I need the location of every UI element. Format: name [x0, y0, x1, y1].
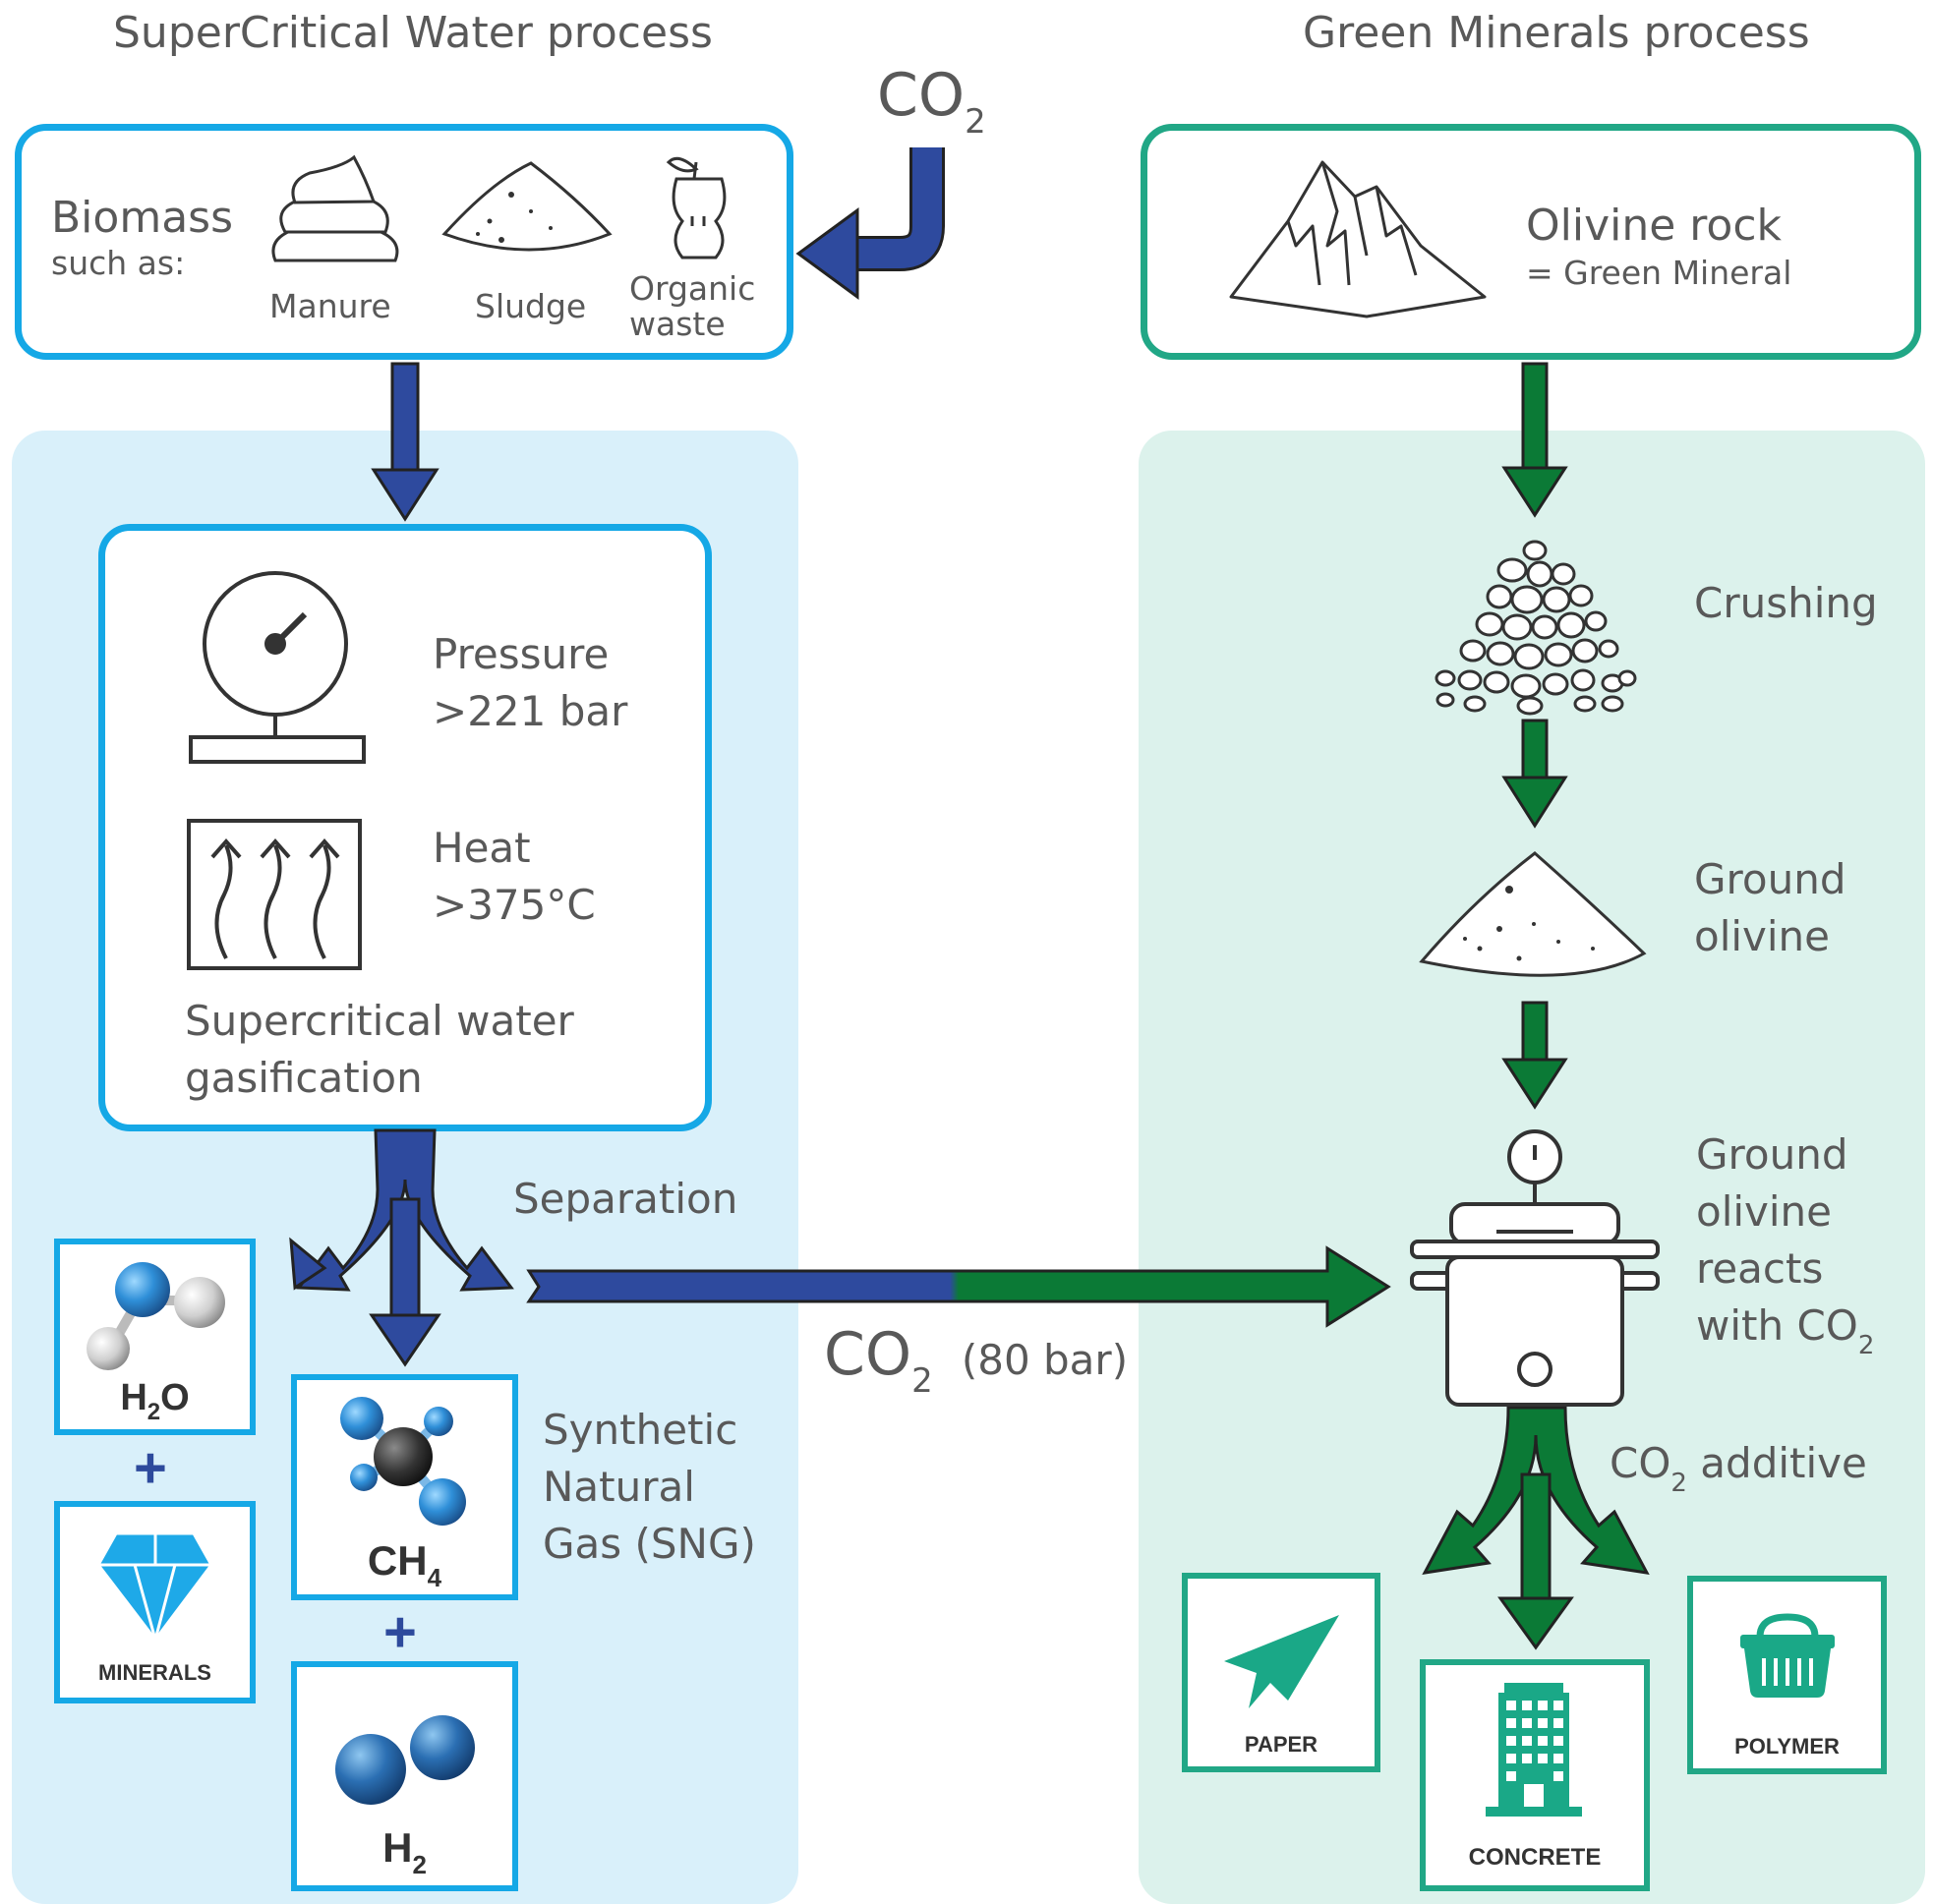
co2-transfer-label: CO2 (80 bar) [824, 1320, 1129, 1401]
reactor-caption-line1: Supercritical water [185, 997, 574, 1045]
pressure-value: >221 bar [433, 687, 628, 735]
methane-formula: CH4 [297, 1537, 512, 1592]
biomass-to-reactor-arrow [371, 362, 439, 522]
reacts-line3: reacts [1696, 1244, 1824, 1293]
methane-formula-sub: 4 [427, 1563, 442, 1592]
ground-to-reactor-arrow [1501, 1001, 1568, 1110]
concrete-label: CONCRETE [1468, 1844, 1602, 1871]
reacts-line4-sub: 2 [1857, 1331, 1875, 1360]
methane-molecule-icon [340, 1397, 466, 1526]
paper-plane-icon [1224, 1615, 1339, 1708]
water-product-box: H2O [54, 1239, 256, 1435]
pressure-label: Pressure [433, 630, 610, 678]
plus-sign-water-minerals: + [134, 1436, 167, 1500]
scw-process-title: SuperCritical Water process [113, 8, 713, 58]
heat-label: Heat [433, 824, 531, 872]
gasification-reactor-box [98, 524, 712, 1131]
olivine-rock-subheading: = Green Mineral [1526, 254, 1792, 292]
ground-olivine-icon [1419, 851, 1647, 977]
water-formula: H2O [60, 1377, 250, 1425]
crushing-label: Crushing [1694, 579, 1878, 627]
water-formula-tail: O [160, 1377, 190, 1418]
polymer-label: POLYMER [1734, 1734, 1840, 1759]
olivine-rock-icon [1229, 160, 1487, 318]
organic-waste-icon [666, 156, 727, 260]
ground-olivine-line1: Ground [1694, 855, 1846, 903]
biomass-heading: Biomass [51, 193, 234, 243]
paper-product-box: PAPER [1182, 1573, 1380, 1772]
reacts-line2: olivine [1696, 1187, 1833, 1236]
pressure-gauge-icon [189, 571, 366, 764]
green-minerals-title: Green Minerals process [1303, 8, 1810, 58]
biomass-box [15, 124, 793, 360]
co2-additive-tail: additive [1700, 1439, 1867, 1487]
co2-transfer-sub: 2 [911, 1361, 933, 1401]
sng-line1: Synthetic [543, 1406, 738, 1454]
ground-olivine-line2: olivine [1694, 912, 1831, 960]
manure-icon [271, 154, 399, 262]
plus-sign-methane-hydrogen: + [383, 1600, 417, 1664]
co2-transfer-pressure: (80 bar) [961, 1336, 1129, 1384]
additive-arrows [1422, 1406, 1650, 1650]
co2-input-label: CO2 [877, 61, 986, 142]
separation-arrows [289, 1128, 514, 1367]
hydrogen-formula: H2 [297, 1824, 512, 1879]
methane-formula-base: CH [367, 1537, 428, 1584]
hydrogen-formula-base: H [382, 1824, 413, 1871]
co2-additive-base: CO [1610, 1439, 1671, 1487]
diamond-icon [94, 1531, 214, 1643]
crushing-to-ground-arrow [1501, 719, 1568, 829]
sludge-label: Sludge [475, 287, 587, 325]
hydrogen-molecule-icon [335, 1715, 475, 1805]
co2-input-base: CO [877, 61, 966, 130]
sng-line2: Natural [543, 1463, 695, 1511]
olivine-rock-heading: Olivine rock [1526, 201, 1783, 251]
heat-value: >375°C [433, 881, 596, 929]
hydrogen-formula-sub: 2 [412, 1850, 427, 1879]
reacts-line1: Ground [1696, 1130, 1848, 1179]
sludge-icon [441, 161, 613, 252]
water-formula-base: H [120, 1377, 147, 1418]
minerals-label: MINERALS [98, 1660, 211, 1685]
co2-transfer-arrow [526, 1245, 1391, 1328]
co2-input-arrow [795, 147, 945, 300]
reactor-vessel-icon [1410, 1129, 1660, 1407]
separation-label: Separation [513, 1175, 738, 1223]
water-molecule-icon [87, 1262, 225, 1370]
olivine-to-crushing-arrow [1501, 362, 1568, 518]
paper-label: PAPER [1244, 1732, 1318, 1757]
co2-additive-sub: 2 [1670, 1469, 1687, 1498]
biomass-subheading: such as: [51, 244, 186, 282]
methane-product-box: CH4 [291, 1374, 518, 1600]
reacts-line4-text: with CO [1696, 1301, 1858, 1350]
manure-label: Manure [269, 287, 391, 325]
crushed-stones-icon [1435, 540, 1637, 716]
co2-additive-label: CO2 additive [1610, 1435, 1867, 1498]
polymer-product-box: POLYMER [1687, 1576, 1887, 1774]
sng-line3: Gas (SNG) [543, 1520, 756, 1568]
basket-icon [1740, 1613, 1835, 1698]
heat-icon [187, 819, 362, 970]
reacts-line4: with CO2 [1696, 1298, 1874, 1360]
building-icon [1486, 1683, 1582, 1817]
waste-label: waste [629, 305, 726, 343]
reactor-caption-line2: gasification [185, 1054, 423, 1102]
organic-label: Organic [629, 269, 756, 308]
co2-input-sub: 2 [965, 102, 986, 142]
co2-transfer-base: CO [824, 1320, 912, 1389]
water-formula-sub: 2 [146, 1399, 161, 1425]
